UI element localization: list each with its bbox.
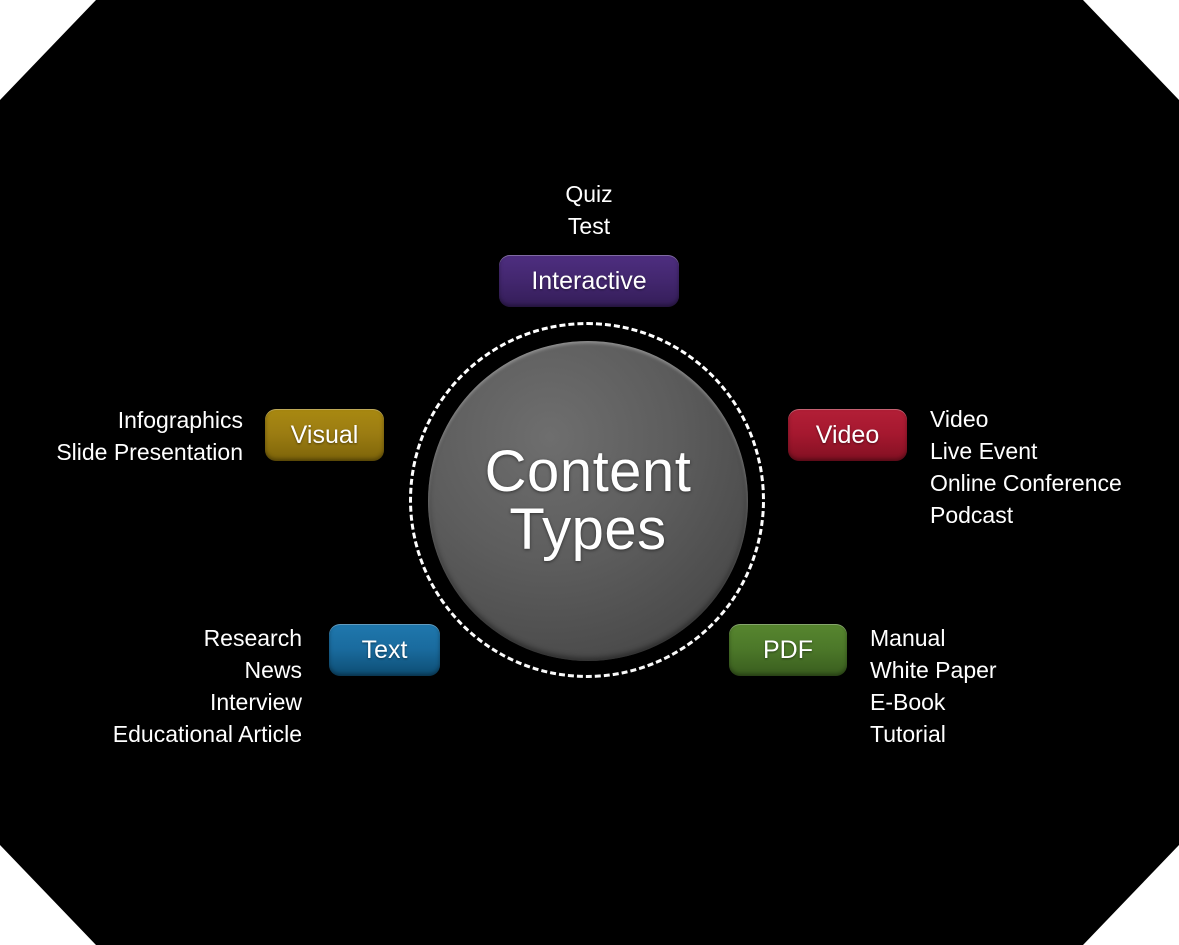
branch-items-interactive: Quiz Test [565, 181, 613, 239]
branch-items-video: Video Live Event Online Conference Podca… [930, 406, 1122, 528]
hub-dashed-ring [409, 322, 765, 678]
hub-circle: Content Types [428, 341, 748, 661]
branch-items-pdf: Manual White Paper E-Book Tutorial [870, 625, 997, 747]
badge-pdf[interactable]: PDF [729, 624, 847, 676]
branch-items-visual: Infographics Slide Presentation [56, 407, 243, 465]
hub-title: Content Types [484, 439, 692, 562]
badge-text[interactable]: Text [329, 624, 440, 676]
badge-video[interactable]: Video [788, 409, 907, 461]
badge-interactive[interactable]: Interactive [499, 255, 679, 307]
badge-visual[interactable]: Visual [265, 409, 384, 461]
branch-items-text: Research News Interview Educational Arti… [112, 625, 302, 747]
